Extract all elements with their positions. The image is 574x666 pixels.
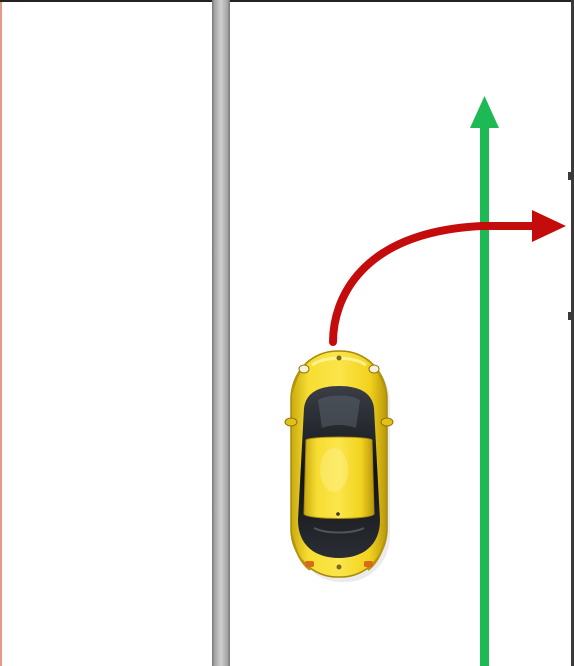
left-edge-line [0,0,2,666]
yellow-car [285,351,393,582]
right-edge-tick-bottom [568,312,574,320]
right-edge-tick-top [568,172,574,180]
top-edge-line [0,0,574,2]
median-divider [212,0,230,666]
